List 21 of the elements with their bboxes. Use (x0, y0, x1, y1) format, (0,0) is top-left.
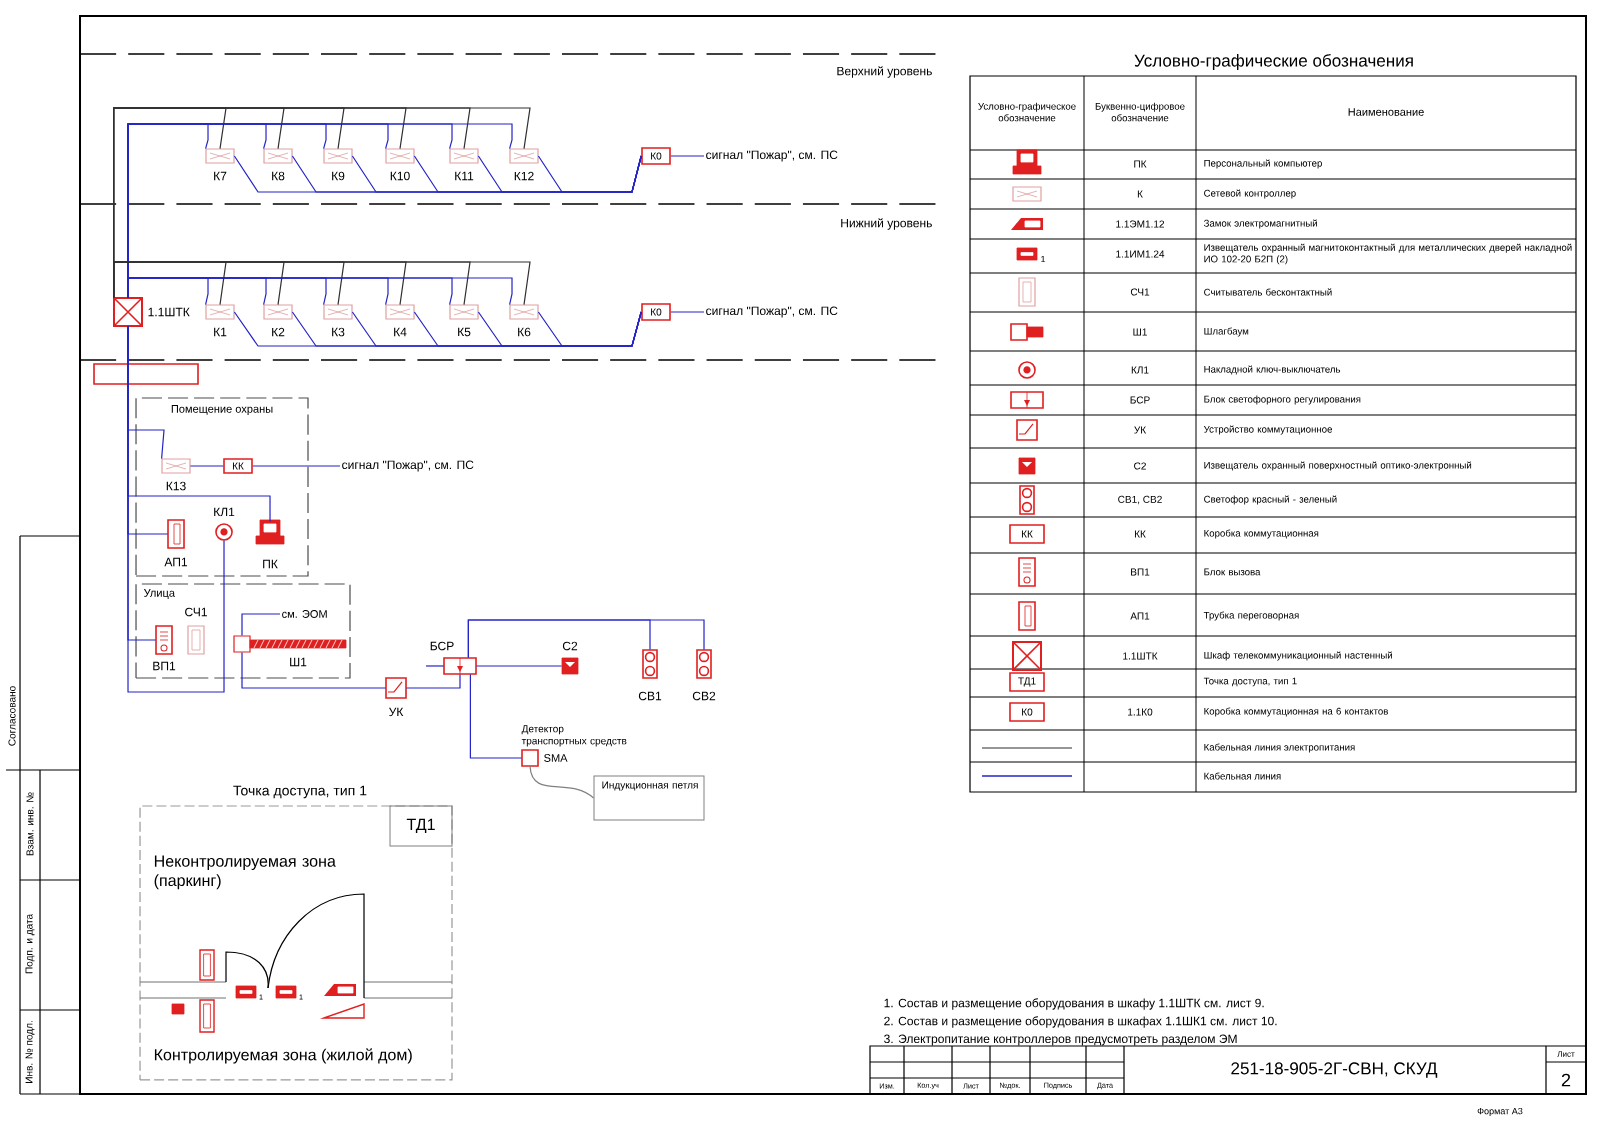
cable-line (241, 651, 387, 689)
cable-line (425, 665, 445, 667)
sheet-number: 2 (1561, 1073, 1571, 1087)
cable-line (252, 465, 341, 467)
cable-line (467, 619, 705, 659)
cable-line (475, 665, 563, 667)
plan-tag: ТД1 (389, 805, 453, 847)
loop-wire (529, 765, 595, 799)
cable-line (670, 311, 705, 313)
cable-line (405, 673, 461, 689)
cable-line (469, 673, 523, 759)
cable-line (241, 613, 281, 637)
cable-line (127, 325, 225, 693)
cable-line (189, 465, 224, 467)
cable-line (537, 155, 642, 193)
cable-line (670, 155, 705, 157)
power-supply-box (93, 363, 199, 385)
cable-line (537, 311, 642, 347)
document-code: 251-18-905-2Г-СВН, СКУД (1231, 1062, 1438, 1078)
cable-line (127, 277, 513, 306)
table-title: Условно-графические обозначения (1134, 53, 1413, 70)
